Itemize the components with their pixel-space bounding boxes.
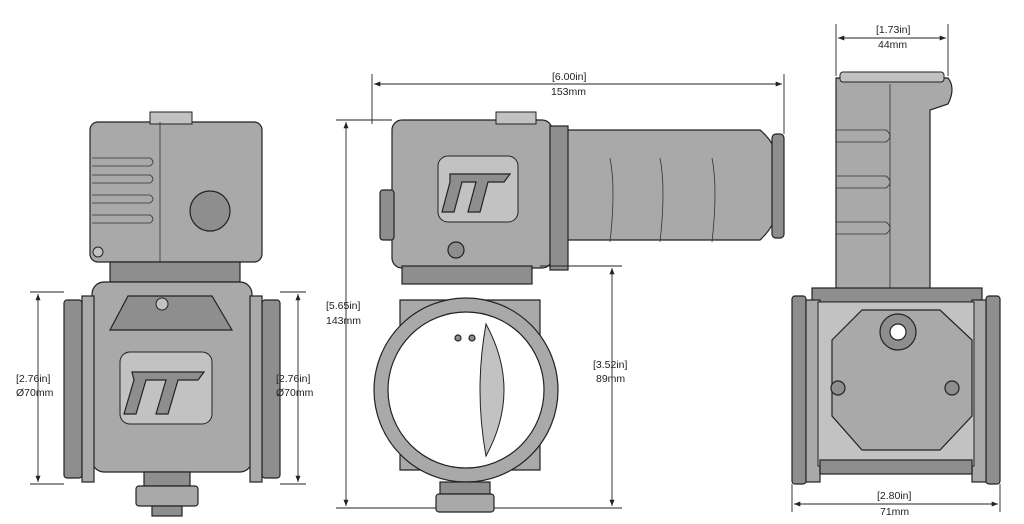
dim-side-width-imperial: [2.80in] [877,490,912,502]
dim-left-inlet-metric: Ø70mm [16,387,54,399]
dim-handle-width-metric: 44mm [878,39,907,51]
dim-left-inlet-imperial: [2.76in] [16,373,51,385]
dim-total-height-metric: 143mm [326,315,361,327]
dim-right-inlet-imperial: [2.76in] [276,373,311,385]
dim-total-width-imperial: [6.00in] [552,71,587,83]
dim-lower-height-metric: 89mm [596,373,625,385]
dim-right-inlet-metric: Ø70mm [276,387,314,399]
dim-total-width-metric: 153mm [551,86,586,98]
dim-lower-height-imperial: [3.52in] [593,359,628,371]
dim-handle-width-imperial: [1.73in] [876,24,911,36]
dim-total-height-imperial: [5.65in] [326,300,361,312]
dim-side-width-metric: 71mm [880,506,909,518]
middle-view [373,111,785,513]
right-view [791,71,1001,485]
front-view [63,111,281,517]
